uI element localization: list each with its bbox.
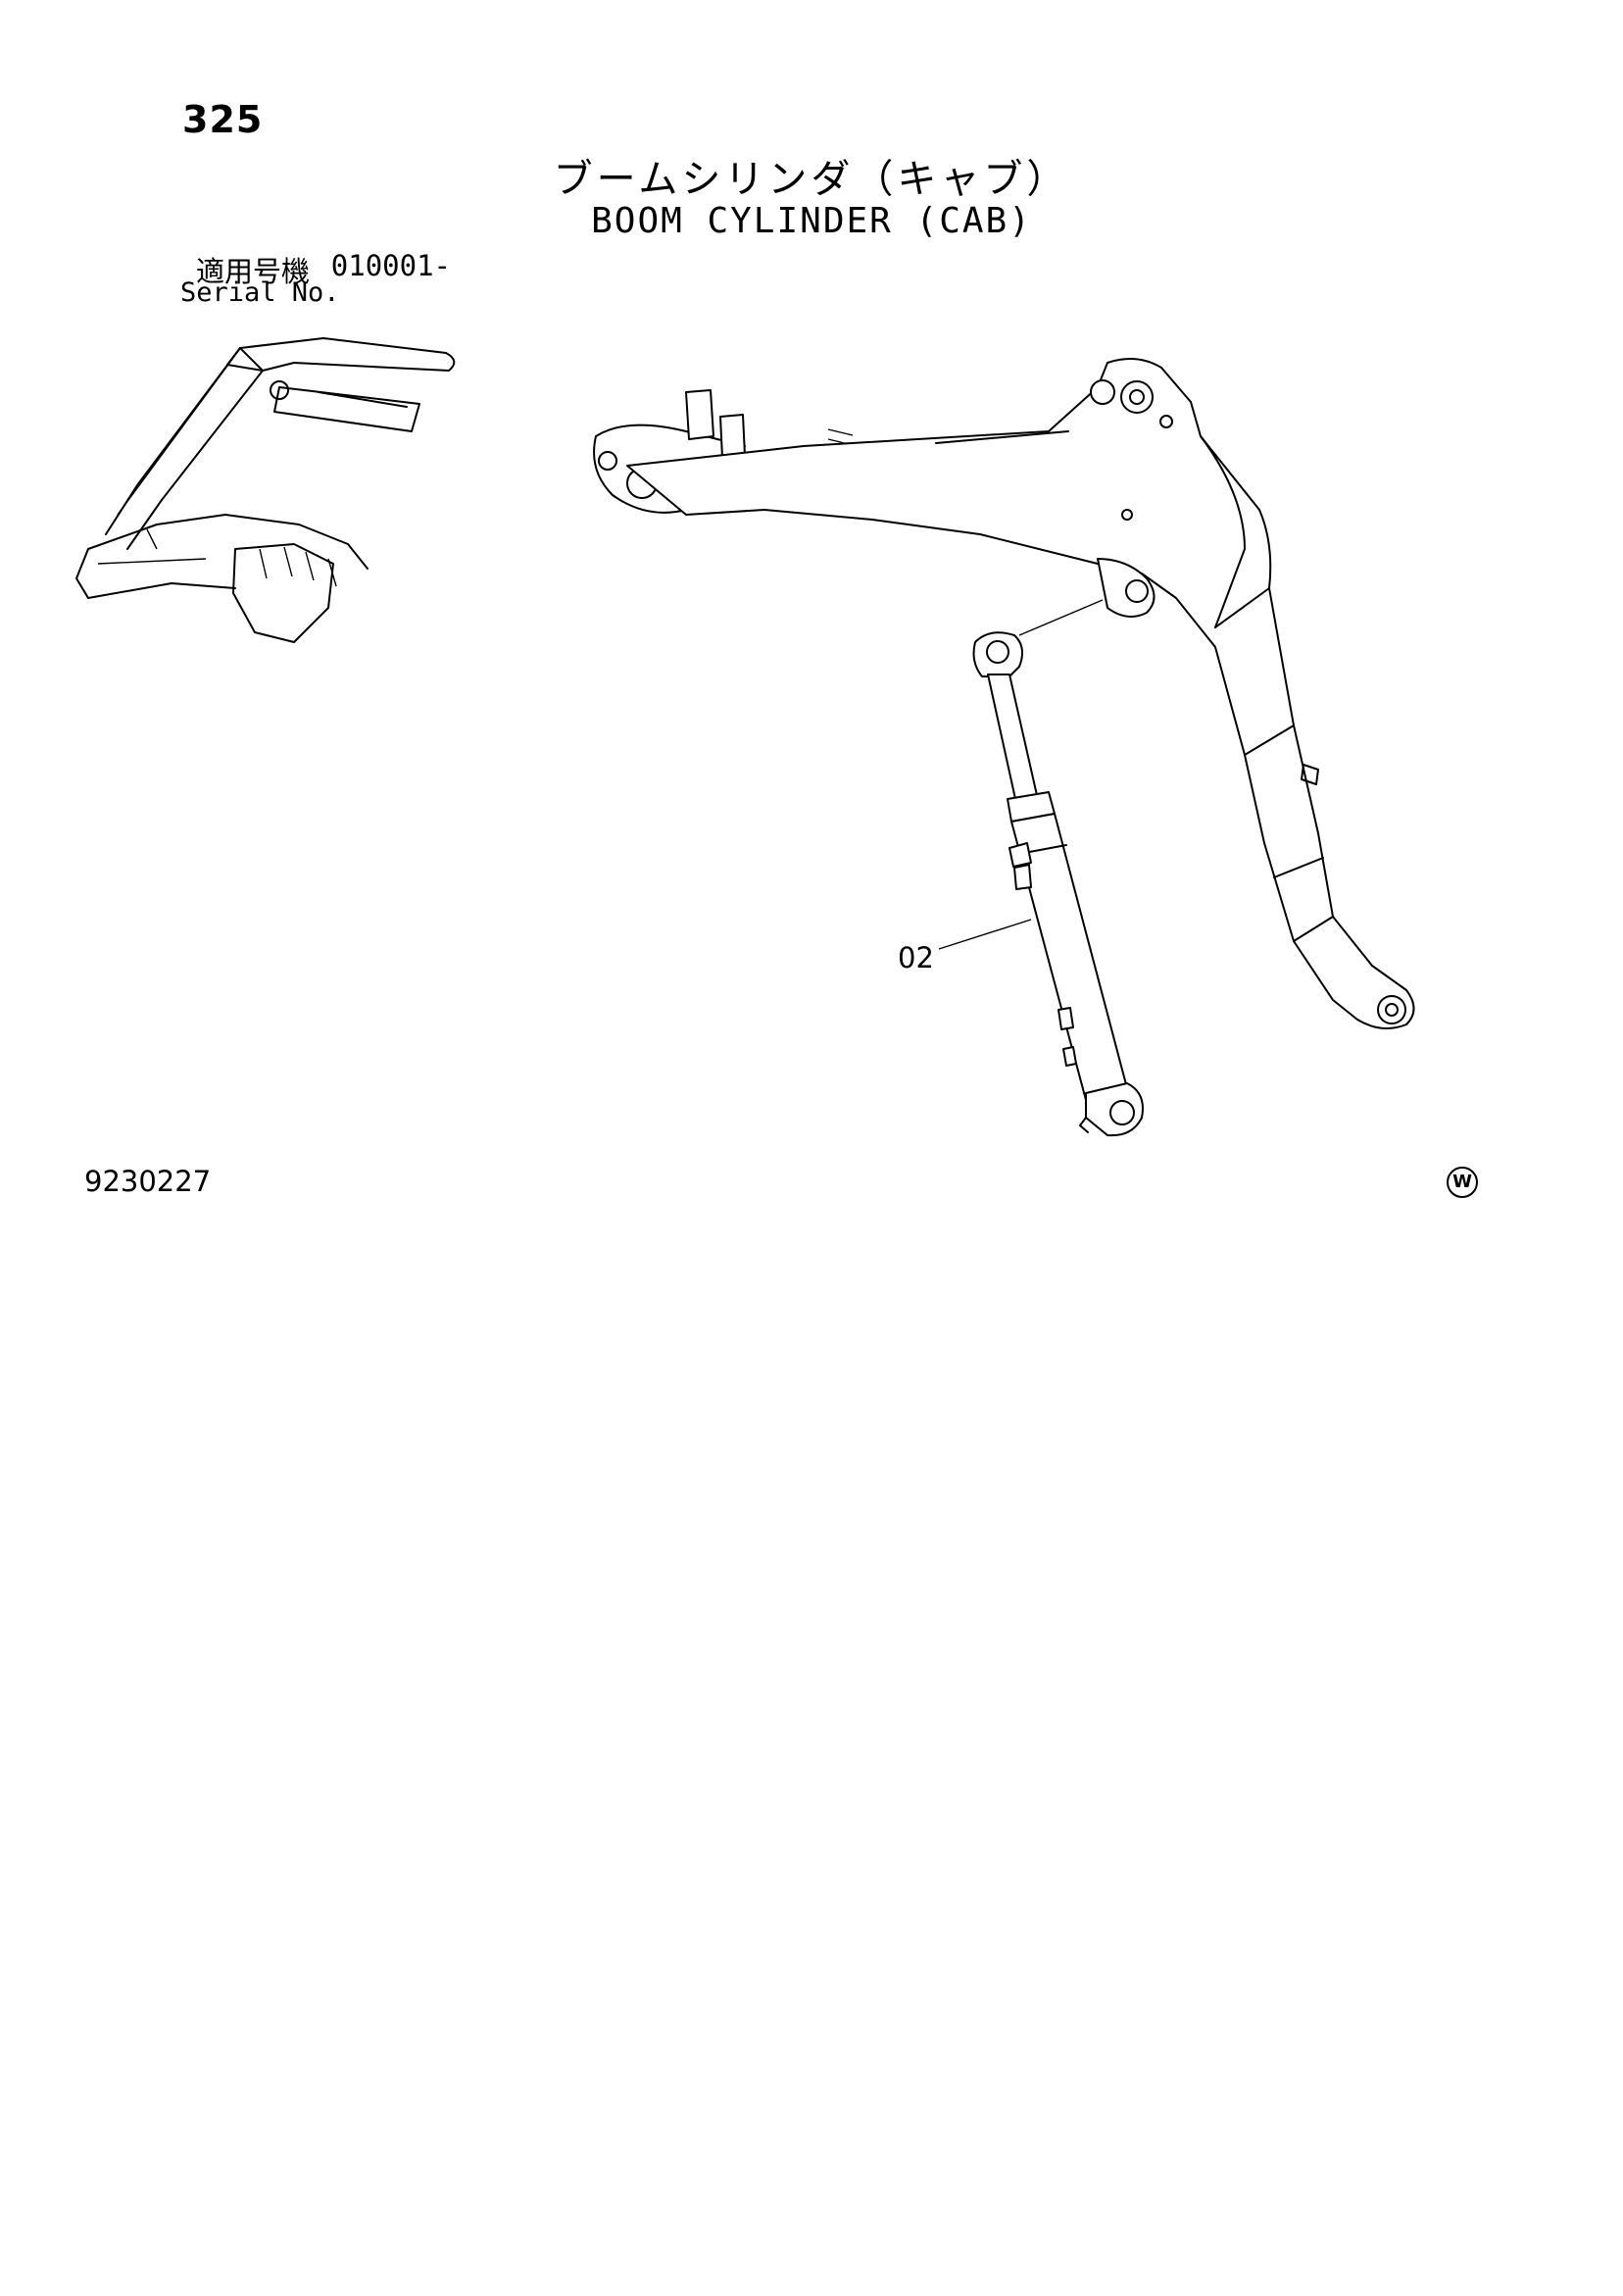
serial-number: 010001-: [330, 249, 451, 282]
boom-arm: [593, 358, 1415, 1029]
document-code: 9230227: [84, 1165, 212, 1198]
serial-label-jp: 適用号機: [196, 255, 311, 288]
callout-label-02: 02: [898, 941, 934, 974]
callout-leaders: [938, 599, 1104, 950]
locator-cylinder-highlight: [270, 380, 420, 432]
locator-bucket: [75, 514, 369, 643]
boom-cylinder: [972, 631, 1144, 1137]
serial-label-en: Serial No.: [180, 277, 340, 308]
locator-boom: [105, 337, 456, 550]
page-title-en: BOOM CYLINDER (CAB): [591, 201, 1032, 241]
circled-w-mark: W: [1447, 1167, 1478, 1198]
page-number: 325: [182, 98, 264, 141]
page-title-jp: ブームシリンダ（キャブ）: [553, 157, 1070, 202]
